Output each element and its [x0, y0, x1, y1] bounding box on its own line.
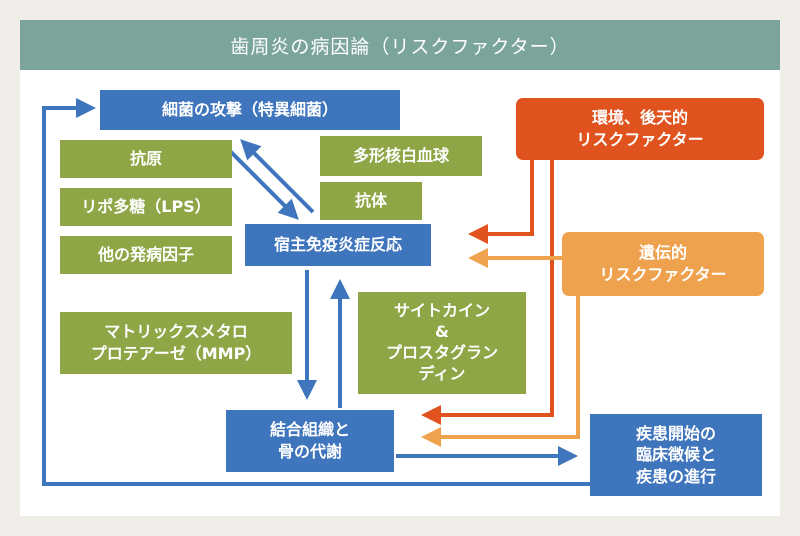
host-response-box: 宿主免疫炎症反応 — [245, 224, 431, 266]
genetic-to-tissue-arrow — [421, 296, 580, 447]
attack-to-host-arrow — [224, 145, 299, 220]
bacterial-attack-box: 細菌の攻撃（特異細菌） — [100, 90, 400, 130]
feedback-loop-arrow — [42, 98, 592, 486]
cytokines-box: サイトカイン & プロスタグラン ディン — [358, 292, 526, 394]
host-to-attack-arrow — [240, 139, 315, 214]
other-factors-box: 他の発病因子 — [60, 236, 232, 274]
env-to-tissue-arrow — [421, 158, 554, 425]
antibody-box: 抗体 — [320, 182, 422, 220]
genetic-risk-box: 遺伝的 リスクファクター — [562, 232, 764, 296]
antigen-box: 抗原 — [60, 140, 232, 178]
pmn-box: 多形核白血球 — [320, 136, 482, 176]
tissue-metabolism-box: 結合組織と 骨の代謝 — [226, 410, 394, 472]
mmp-box: マトリックスメタロ プロテアーゼ（MMP） — [60, 312, 292, 374]
diagram-title: 歯周炎の病因論（リスクファクター） — [20, 20, 780, 70]
lps-box: リポ多糖（LPS） — [60, 188, 232, 226]
clinical-onset-box: 疾患開始の 臨床徴候と 疾患の進行 — [590, 414, 762, 496]
env-to-host-arrow — [468, 158, 534, 244]
environmental-risk-box: 環境、後天的 リスクファクター — [516, 98, 764, 160]
